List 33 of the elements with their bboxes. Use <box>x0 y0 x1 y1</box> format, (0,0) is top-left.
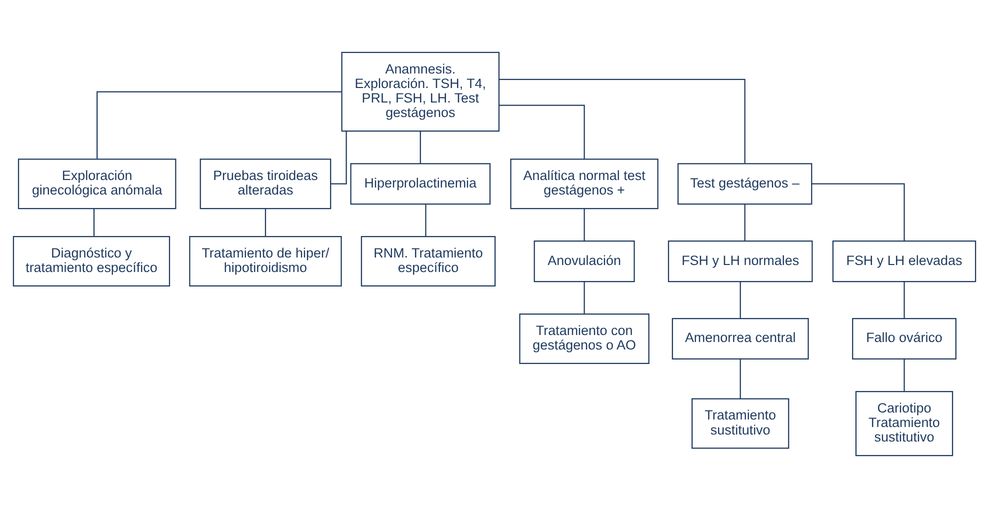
node-box: Test gestágenos – <box>677 162 812 204</box>
node-box: Hiperprolactinemia <box>350 162 491 204</box>
connector <box>740 281 741 318</box>
connector <box>499 78 746 163</box>
node-box: Tratamiento sustitutivo <box>692 398 790 448</box>
node-box: Cariotipo Tratamiento sustitutivo <box>855 390 954 456</box>
node-box: RNM. Tratamiento específico <box>360 236 496 286</box>
connector <box>904 358 905 391</box>
node-box: Exploración ginecológica anómala <box>18 158 176 209</box>
node-box: Anovulación <box>534 240 635 282</box>
connector <box>330 130 347 184</box>
node-box: Amenorrea central <box>672 317 809 360</box>
connector <box>420 130 421 164</box>
node-box: Analítica normal test gestágenos + <box>510 158 658 209</box>
connector <box>584 281 585 314</box>
connector <box>96 90 342 158</box>
node-box: FSH y LH normales <box>668 240 813 282</box>
connector <box>744 204 746 240</box>
connector <box>584 208 585 241</box>
node-box: Diagnóstico y tratamiento específico <box>12 236 170 286</box>
node-box: Tratamiento de hiper/ hipotiroidismo <box>189 236 342 286</box>
connector <box>812 182 905 240</box>
node-box: Anamnesis. Exploración. TSH, T4, PRL, FSH, LH. Test gestágenos <box>341 51 500 132</box>
connector <box>904 281 905 318</box>
node-box: Pruebas tiroideas alteradas <box>200 158 332 209</box>
node-box: FSH y LH elevadas <box>832 240 976 282</box>
connector <box>740 358 741 398</box>
connector <box>93 208 95 236</box>
node-box: Fallo ovárico <box>852 317 956 360</box>
node-box: Tratamiento con gestágenos o AO <box>519 313 650 364</box>
connector <box>425 204 426 236</box>
connector <box>499 104 585 158</box>
connector <box>264 208 266 236</box>
